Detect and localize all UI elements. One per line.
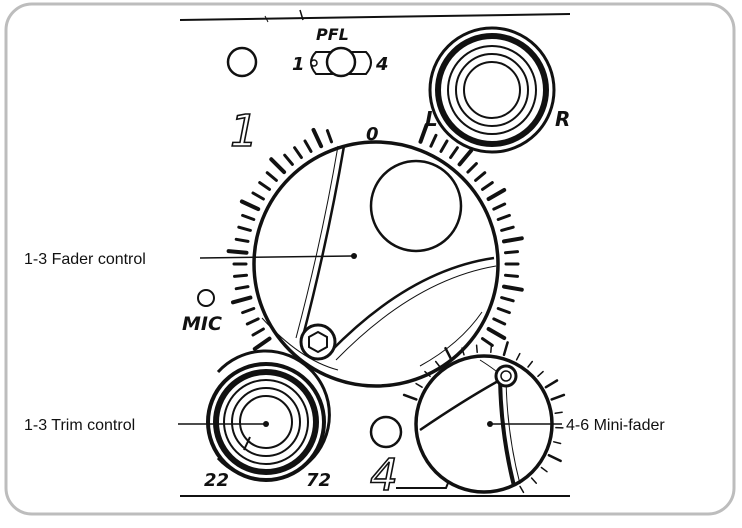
callout-trim-control: 1-3 Trim control <box>24 417 269 434</box>
callout-mini-fader: 4-6 Mini-fader <box>487 417 665 434</box>
trim-max-label: 72 <box>306 470 331 491</box>
fader-scale-ticks <box>226 122 524 351</box>
pfl-led <box>226 46 258 78</box>
fader-scale-tick <box>265 171 278 182</box>
fader-scale-tick <box>504 273 519 278</box>
fader-scale-tick <box>418 122 429 144</box>
fader-scale-tick <box>466 162 478 174</box>
fader-scale-tick <box>429 133 438 148</box>
mini-fader-scale-tick <box>540 466 548 473</box>
pfl-switch-dot <box>310 59 318 67</box>
fader-scale-tick <box>251 191 265 201</box>
mic-led <box>197 289 215 307</box>
fader-scale-tick <box>252 336 272 351</box>
fader-scale-tick <box>481 337 494 347</box>
mini-fader-scale-tick <box>550 393 566 401</box>
mini-fader-scale-tick <box>434 360 441 368</box>
fader-scale-tick <box>492 202 507 211</box>
fader-scale-tick <box>502 284 524 292</box>
fader-scale-tick <box>241 213 256 221</box>
mini-fader-scale-tick <box>502 341 509 357</box>
channel-number-bottom: 4 <box>370 450 398 501</box>
mini-fader-scale-tick <box>444 346 453 362</box>
fader-scale-tick <box>474 171 487 182</box>
callout-mini-label: 4-6 Mini-fader <box>566 417 665 434</box>
mini-fader-scale-tick <box>527 360 534 368</box>
mini-fader-scale-tick <box>402 393 418 401</box>
fader-scale-tick <box>234 285 250 291</box>
mic-label: MIC <box>182 313 222 335</box>
mini-fader-scale-tick <box>554 411 563 415</box>
fader-knob-dimple <box>369 159 463 253</box>
fader-scale-tick <box>245 317 260 326</box>
mini-fader-scale-tick <box>519 485 525 494</box>
pfl-label: PFL <box>316 25 349 44</box>
callout-fader-label: 1-3 Fader control <box>24 251 146 268</box>
fader-scale-tick <box>492 317 507 326</box>
output-jack[interactable]: L R <box>425 26 570 154</box>
mini-fader-scale-tick <box>475 344 478 354</box>
fader-scale-tick <box>283 153 294 166</box>
fader-scale-tick <box>325 129 333 144</box>
callout-fader-control: 1-3 Fader control <box>24 251 357 268</box>
fader-scale-tick <box>231 295 253 305</box>
fader-scale-tick <box>233 273 248 278</box>
fader-scale-tick <box>449 146 459 159</box>
fader-scale-tick <box>481 181 494 191</box>
fader-scale-tick <box>226 249 249 255</box>
mini-fader-scale-tick <box>544 379 559 389</box>
fader-scale-tick <box>439 139 449 153</box>
mini-fader-scale-tick <box>530 477 538 484</box>
fader-scale-tick <box>239 199 261 212</box>
fader-scale-tick <box>251 327 265 337</box>
mini-fader-scale-tick <box>490 344 493 354</box>
fader-scale-tick <box>237 225 252 232</box>
fader-scale-tick <box>500 296 515 303</box>
fader-scale-tick <box>311 127 324 149</box>
fader-scale-tick <box>457 148 474 167</box>
mini-fader-scale-tick <box>424 370 431 378</box>
pfl-right-label: 4 <box>375 54 389 75</box>
fader-scale-tick <box>486 188 507 201</box>
main-fader-knob[interactable] <box>252 140 500 388</box>
mini-fader-scale-tick <box>515 352 521 361</box>
fader-scale-tick <box>303 139 313 153</box>
mini-fader-scale-tick <box>415 382 423 388</box>
channel-number-top: 1 <box>230 106 258 157</box>
pfl-switch[interactable]: PFL 1 4 <box>292 25 389 78</box>
channel-4-led <box>369 415 403 449</box>
fader-scale-tick <box>234 237 250 243</box>
trim-min-label: 22 <box>204 470 229 491</box>
mini-fader-scale-tick <box>553 441 562 445</box>
callout-trim-label: 1-3 Trim control <box>24 417 135 434</box>
fader-scale-tick <box>502 236 524 244</box>
fader-scale-tick <box>496 307 511 315</box>
panel-top-edge <box>179 9 571 23</box>
fader-scale-tick <box>496 213 511 221</box>
fader-scale-tick <box>293 146 303 159</box>
mini-fader-scale-tick <box>547 453 562 463</box>
pfl-left-label: 1 <box>292 54 305 75</box>
fader-zero-label: 0 <box>366 124 379 145</box>
fader-scale-tick <box>500 225 515 232</box>
fader-scale-tick <box>241 307 256 315</box>
fader-scale-tick <box>258 181 271 191</box>
pfl-switch-lever <box>325 46 357 78</box>
mini-fader-scale-ticks <box>402 341 566 494</box>
fader-scale-tick <box>269 157 287 175</box>
mini-fader-scale-tick <box>461 347 465 356</box>
jack-right-label: R <box>555 107 570 131</box>
mini-fader-scale-tick <box>537 370 544 378</box>
fader-scale-tick <box>504 250 519 255</box>
fader-scale-tick <box>486 327 507 340</box>
